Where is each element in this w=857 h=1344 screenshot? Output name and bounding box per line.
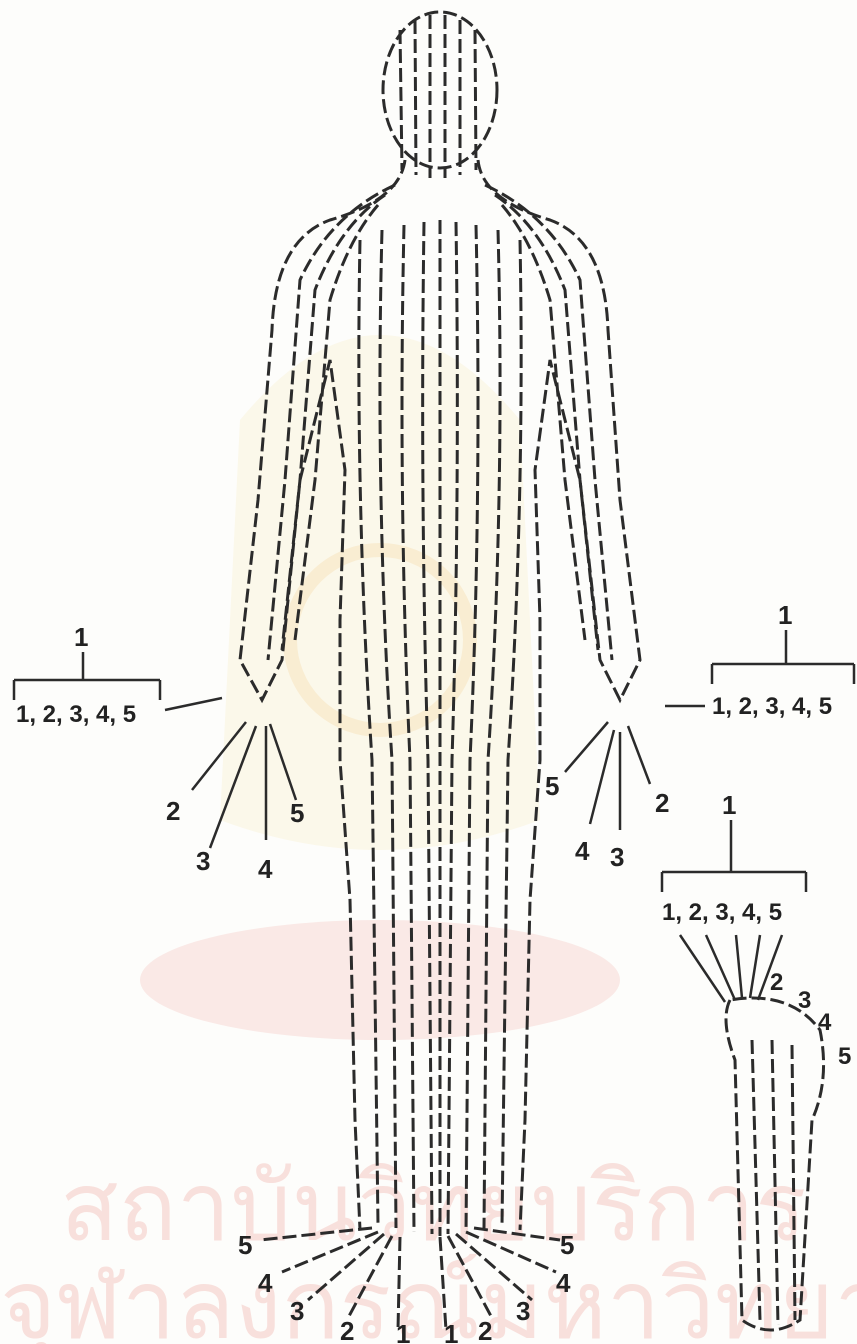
right-bracket <box>712 630 854 684</box>
right-group-members-label: 1, 2, 3, 4, 5 <box>712 693 832 720</box>
left-finger-label: 3 <box>196 846 210 876</box>
toe-label: 3 <box>798 987 811 1014</box>
left-foot-label: 5 <box>238 1230 252 1260</box>
finger-leaders <box>565 722 650 830</box>
left-finger-label: 4 <box>258 854 273 884</box>
foot-group-members-label: 1, 2, 3, 4, 5 <box>662 899 782 926</box>
left-foot-label: 2 <box>340 1316 354 1344</box>
watermark-line-2: จุฬาลงกรณ์มหาวิทยาลัย <box>0 1249 857 1344</box>
right-finger-label: 5 <box>545 771 559 801</box>
left-bracket <box>14 652 160 700</box>
right-finger-label: 2 <box>655 788 669 818</box>
left-finger-label: 2 <box>166 796 180 826</box>
right-foot-label: 2 <box>478 1316 492 1344</box>
left-group-top-label: 1 <box>74 622 88 652</box>
watermark-line-1: สถาบันวิทยบริการ <box>60 1151 807 1263</box>
right-finger-label: 3 <box>610 842 624 872</box>
left-foot-label: 3 <box>290 1296 304 1326</box>
left-finger-label: 5 <box>290 798 304 828</box>
toe-label: 2 <box>770 969 783 996</box>
head-meridians <box>400 15 476 178</box>
foot-group-top-label: 1 <box>722 790 736 820</box>
right-finger-label: 4 <box>575 836 590 866</box>
left-foot-label: 1 <box>396 1319 410 1344</box>
toe-label: 4 <box>818 1009 832 1036</box>
leader-line <box>165 698 222 710</box>
left-group-members-label: 1, 2, 3, 4, 5 <box>16 701 136 728</box>
right-foot-label: 4 <box>556 1268 571 1298</box>
right-foot-label: 5 <box>560 1230 574 1260</box>
foot-bracket <box>662 820 806 892</box>
right-foot-label: 3 <box>516 1296 530 1326</box>
right-group-top-label: 1 <box>778 600 792 630</box>
toe-label: 5 <box>838 1043 851 1070</box>
left-foot-label: 4 <box>258 1268 273 1298</box>
right-foot-label: 1 <box>444 1319 458 1344</box>
toe-leaders <box>680 935 782 1002</box>
right-hand-annotation <box>565 630 854 830</box>
